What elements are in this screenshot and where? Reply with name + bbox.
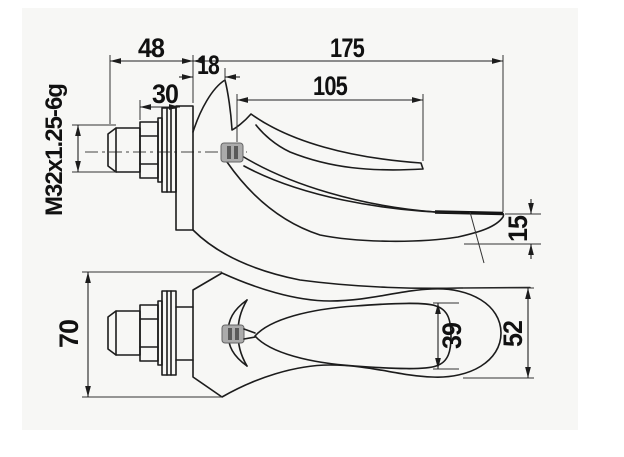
spout-underside — [226, 161, 505, 243]
dimension-105: 105 — [313, 71, 348, 101]
body-and-lever-outline — [192, 79, 424, 171]
plan-clip-bar-1 — [228, 328, 232, 340]
plan-body-outline — [192, 272, 502, 398]
plan-view — [107, 272, 502, 398]
dimensions: 48 175 18 30 105 M32x1.25-6g 15 — [41, 33, 541, 398]
body-bottom-sweep — [192, 229, 531, 290]
plan-clip-bar-2 — [235, 328, 239, 340]
side-view — [85, 79, 531, 290]
dimension-52: 52 — [498, 321, 528, 347]
plan-plate-stack — [161, 290, 177, 376]
plan-cartridge-clip — [221, 324, 245, 344]
escutcheon-flange — [175, 105, 194, 231]
clip-link-top — [243, 328, 256, 334]
dimension-30: 30 — [152, 79, 178, 109]
clip-bar-2 — [234, 146, 238, 159]
break-line-15 — [469, 211, 485, 264]
dimension-39: 39 — [437, 322, 467, 349]
clip-link-bottom — [243, 336, 256, 340]
dimension-thread-spec: M32x1.25-6g — [41, 84, 68, 216]
spout-inner-edge — [243, 165, 461, 214]
dimension-70: 70 — [54, 320, 84, 348]
dimension-18: 18 — [197, 50, 220, 80]
plan-spout-opening — [254, 302, 452, 370]
dimension-15: 15 — [503, 215, 533, 242]
cartridge-clip — [220, 142, 244, 163]
dimension-175: 175 — [330, 33, 365, 63]
clip-bar-1 — [227, 146, 231, 159]
dimension-48: 48 — [138, 33, 165, 63]
drawing-paper — [22, 8, 578, 430]
